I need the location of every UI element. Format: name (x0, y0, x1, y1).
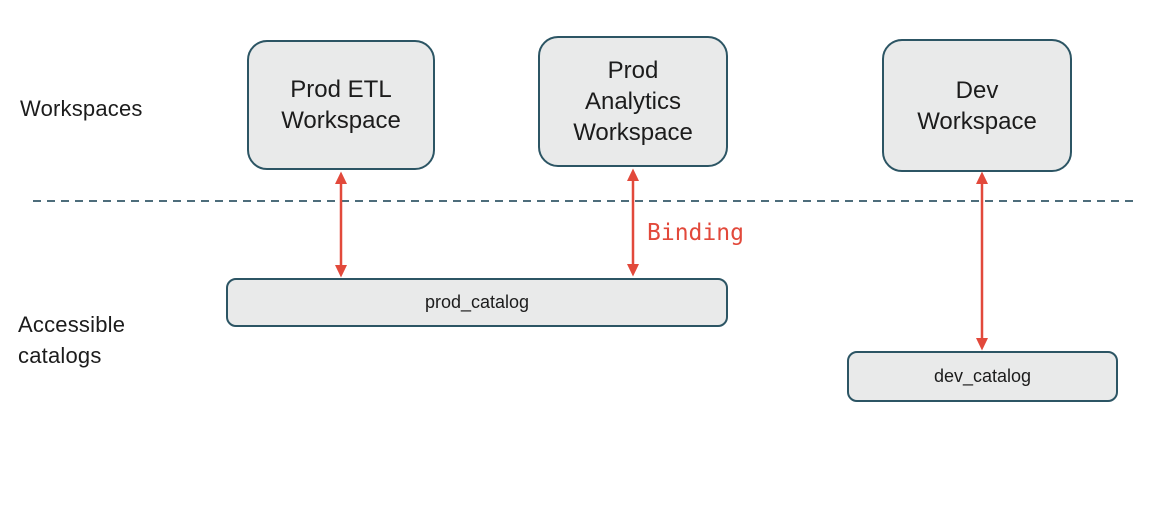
catalog-box-dev-catalog-label: dev_catalog (933, 366, 1032, 386)
binding-arrow-prod-analytics-to-prod-catalog (627, 168, 639, 277)
binding-arrow-dev-to-dev-catalog (976, 171, 988, 351)
catalog-box-prod-catalog: prod_catalog (226, 278, 728, 327)
workspace-catalog-divider-dashed-line (33, 200, 1133, 202)
workspaces-row-label: Workspaces (20, 96, 143, 121)
catalog-box-dev-catalog: dev_catalog (847, 351, 1118, 402)
catalog-box-prod-catalog-label: prod_catalog (424, 292, 530, 312)
binding-annotation-label: Binding (647, 220, 744, 246)
binding-arrow-prod-etl-to-prod-catalog (335, 171, 347, 278)
